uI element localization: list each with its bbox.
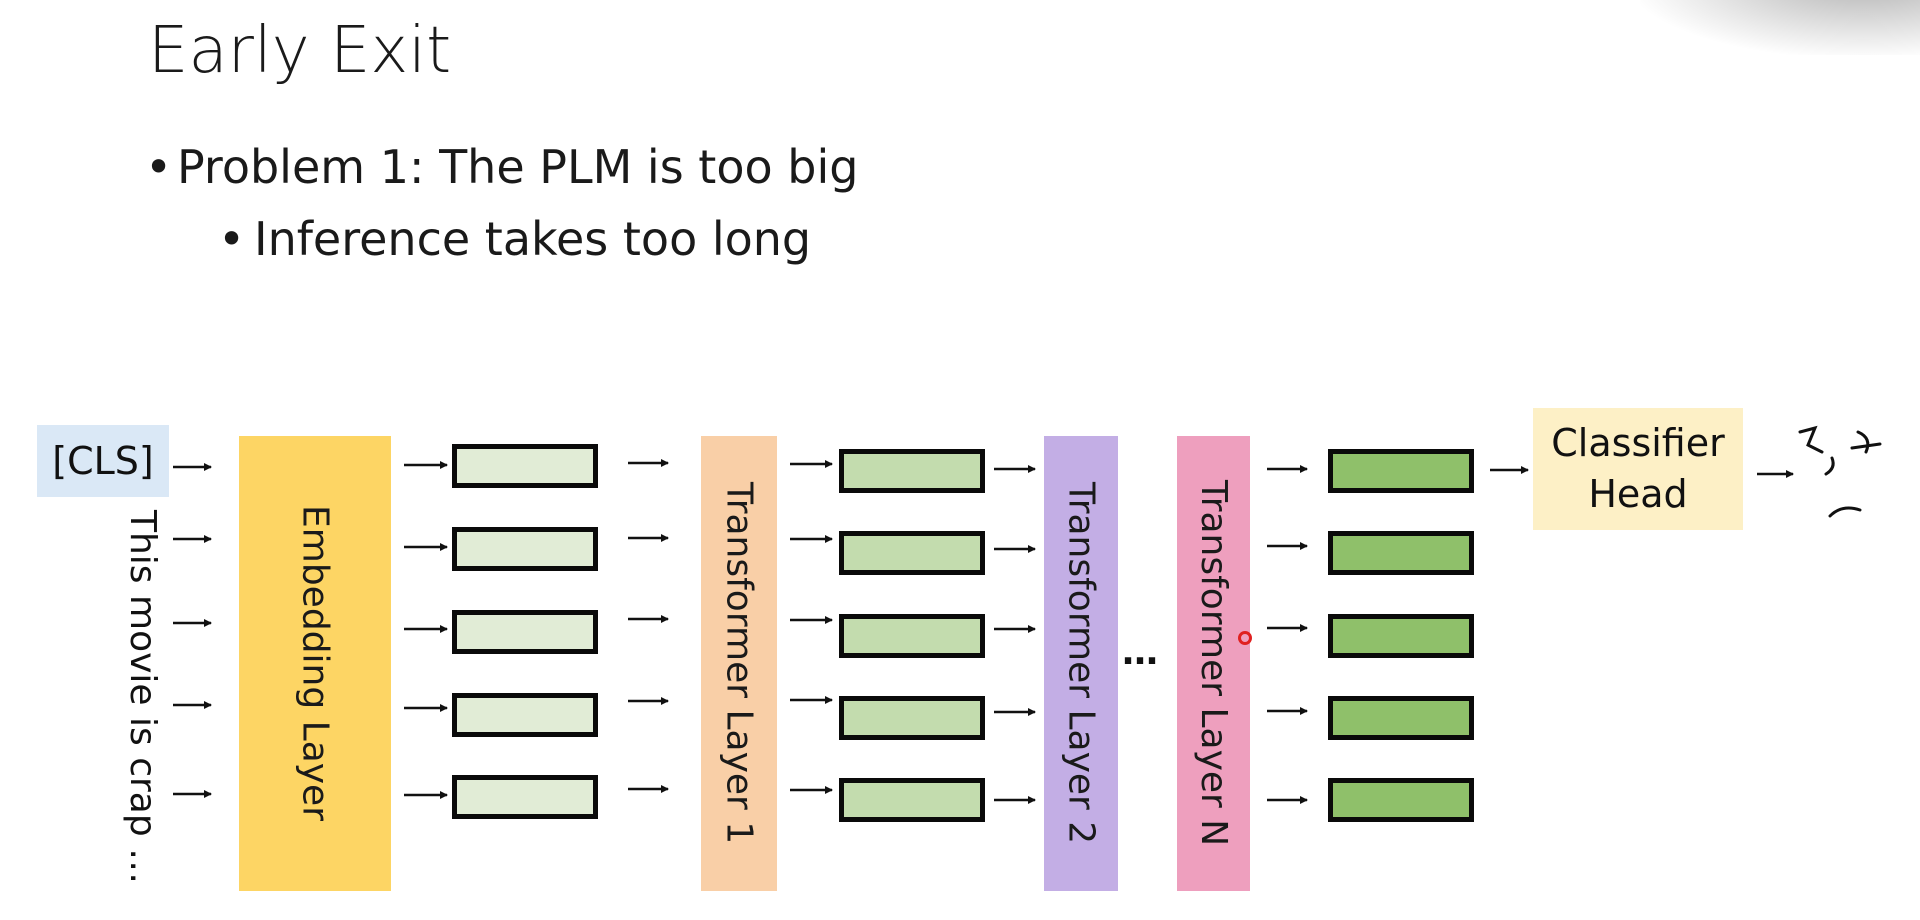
embedding-vector bbox=[452, 610, 598, 654]
embedding-vector bbox=[452, 527, 598, 571]
transformer-layer-2-label: Transformer Layer 2 bbox=[1060, 482, 1102, 845]
bullet-text: Inference takes too long bbox=[254, 212, 812, 266]
embedding-vector bbox=[452, 775, 598, 819]
laser-pointer-icon bbox=[1238, 631, 1252, 645]
bullet-dot-icon: • bbox=[218, 212, 246, 266]
input-sentence: This movie is crap … bbox=[122, 510, 163, 885]
hidden-vector bbox=[839, 531, 985, 575]
transformer-layer-n-label: Transformer Layer N bbox=[1193, 480, 1234, 847]
embedding-layer-label: Embedding Layer bbox=[294, 505, 336, 822]
bullet-inference: •Inference takes too long bbox=[218, 212, 811, 266]
transformer-layer-1-label: Transformer Layer 1 bbox=[718, 482, 760, 845]
slide-title: Early Exit bbox=[148, 14, 452, 88]
embedding-vector bbox=[452, 444, 598, 488]
embedding-layer: Embedding Layer bbox=[239, 436, 391, 891]
hidden-vector bbox=[839, 696, 985, 740]
layer-ellipsis: … bbox=[1122, 632, 1159, 673]
output-vector bbox=[1328, 449, 1474, 493]
output-vector bbox=[1328, 696, 1474, 740]
classifier-head-line-1: Classifier bbox=[1551, 420, 1725, 465]
cls-token-box: [CLS] bbox=[37, 425, 169, 497]
hidden-vector bbox=[839, 614, 985, 658]
transformer-layer-1: Transformer Layer 1 bbox=[701, 436, 777, 891]
output-vector bbox=[1328, 531, 1474, 575]
classifier-head: Classifier Head bbox=[1533, 408, 1743, 530]
transformer-layer-2: Transformer Layer 2 bbox=[1044, 436, 1118, 891]
output-vector bbox=[1328, 614, 1474, 658]
classifier-head-line-2: Head bbox=[1588, 472, 1688, 516]
window-shadow-decoration bbox=[1640, 0, 1920, 55]
output-vector bbox=[1328, 778, 1474, 822]
bullet-problem-1: •Problem 1: The PLM is too big bbox=[145, 140, 858, 194]
embedding-vector bbox=[452, 693, 598, 737]
hidden-vector bbox=[839, 449, 985, 493]
transformer-layer-n: Transformer Layer N bbox=[1177, 436, 1250, 891]
bullet-text: Problem 1: The PLM is too big bbox=[177, 140, 859, 194]
bullet-dot-icon: • bbox=[145, 140, 173, 194]
hidden-vector bbox=[839, 778, 985, 822]
